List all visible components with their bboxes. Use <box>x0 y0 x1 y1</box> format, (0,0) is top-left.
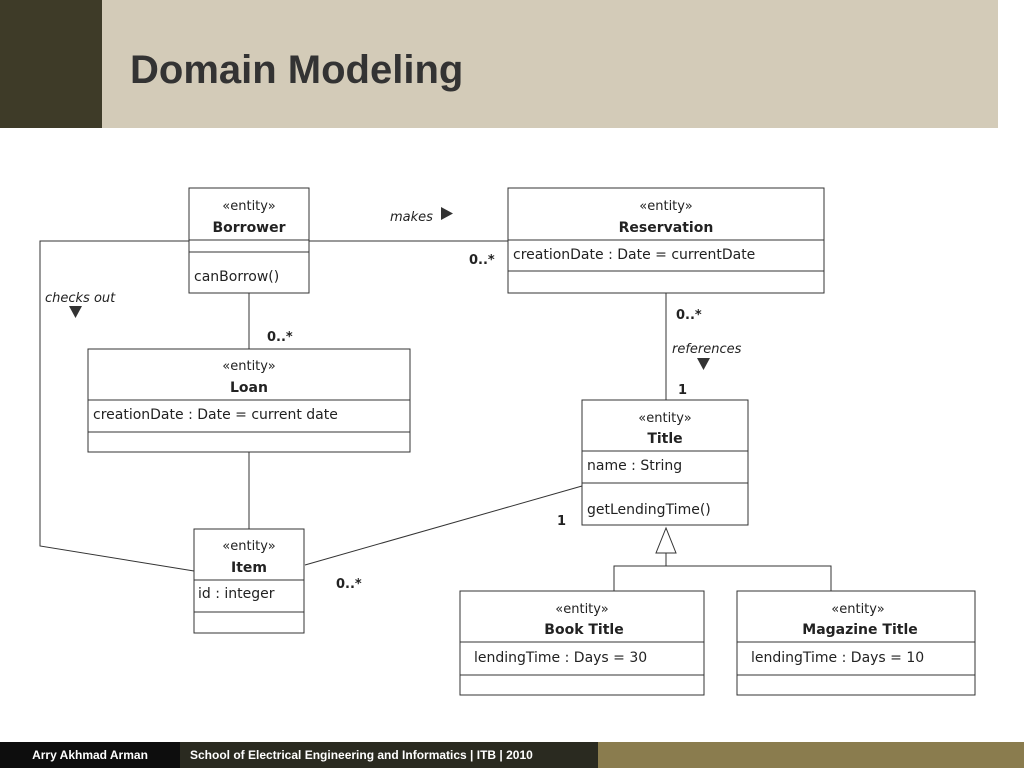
title-stereotype: «entity» <box>638 411 691 426</box>
reservation-name: Reservation <box>619 220 714 236</box>
footer-accent-block <box>598 742 1024 768</box>
book-title-attribute: lendingTime : Days = 30 <box>474 650 647 666</box>
loan-attribute: creationDate : Date = current date <box>93 407 338 423</box>
makes-multiplicity: 0..* <box>469 253 495 268</box>
book-title-stereotype: «entity» <box>555 602 608 617</box>
title-operation: getLendingTime() <box>587 502 711 518</box>
class-reservation: «entity» Reservation creationDate : Date… <box>507 187 825 294</box>
association-lines <box>39 240 832 591</box>
borrower-name: Borrower <box>212 220 285 236</box>
title-item-target-multiplicity: 0..* <box>336 577 362 592</box>
reservation-stereotype: «entity» <box>639 199 692 214</box>
checks-out-line <box>39 240 195 572</box>
checks-out-direction-arrow-icon <box>69 306 82 318</box>
borrower-operation: canBorrow() <box>194 269 279 285</box>
loan-stereotype: «entity» <box>222 359 275 374</box>
title-name: Title <box>647 431 682 447</box>
title-item-source-multiplicity: 1 <box>557 514 566 529</box>
item-stereotype: «entity» <box>222 539 275 554</box>
borrower-loan-multiplicity: 0..* <box>267 330 293 345</box>
header-dark-block <box>0 0 102 128</box>
generalization-branches <box>613 565 832 591</box>
references-source-multiplicity: 0..* <box>676 308 702 323</box>
class-borrower: «entity» Borrower canBorrow() <box>188 187 310 294</box>
item-name: Item <box>231 560 267 576</box>
makes-direction-arrow-icon <box>441 207 453 220</box>
loan-name: Loan <box>230 380 268 396</box>
footer-institution: School of Electrical Engineering and Inf… <box>180 742 598 768</box>
checks-out-label: checks out <box>45 291 116 306</box>
title-item-line <box>304 485 583 566</box>
footer-bar: Arry Akhmad Arman School of Electrical E… <box>0 742 1024 768</box>
header-band <box>102 0 998 128</box>
class-book-title: «entity» Book Title lendingTime : Days =… <box>459 590 705 696</box>
class-title: «entity» Title name : String getLendingT… <box>581 399 749 526</box>
reservation-attribute: creationDate : Date = currentDate <box>513 247 755 263</box>
generalization-arrowhead <box>655 526 677 554</box>
makes-label: makes <box>390 210 433 225</box>
references-label: references <box>672 342 742 357</box>
slide-title: Domain Modeling <box>130 48 464 92</box>
title-attribute: name : String <box>587 458 682 474</box>
item-attribute: id : integer <box>198 586 275 602</box>
references-target-multiplicity: 1 <box>678 383 687 398</box>
magazine-title-attribute: lendingTime : Days = 10 <box>751 650 924 666</box>
domain-model-diagram: «entity» Borrower canBorrow() «entity» R… <box>39 187 976 696</box>
class-magazine-title: «entity» Magazine Title lendingTime : Da… <box>736 590 976 696</box>
magazine-title-name: Magazine Title <box>802 622 917 638</box>
class-loan: «entity» Loan creationDate : Date = curr… <box>87 348 411 453</box>
borrower-stereotype: «entity» <box>222 199 275 214</box>
book-title-name: Book Title <box>544 622 623 638</box>
references-direction-arrow-icon <box>697 358 710 370</box>
footer-author: Arry Akhmad Arman <box>0 742 180 768</box>
magazine-title-stereotype: «entity» <box>831 602 884 617</box>
class-item: «entity» Item id : integer <box>193 528 305 634</box>
